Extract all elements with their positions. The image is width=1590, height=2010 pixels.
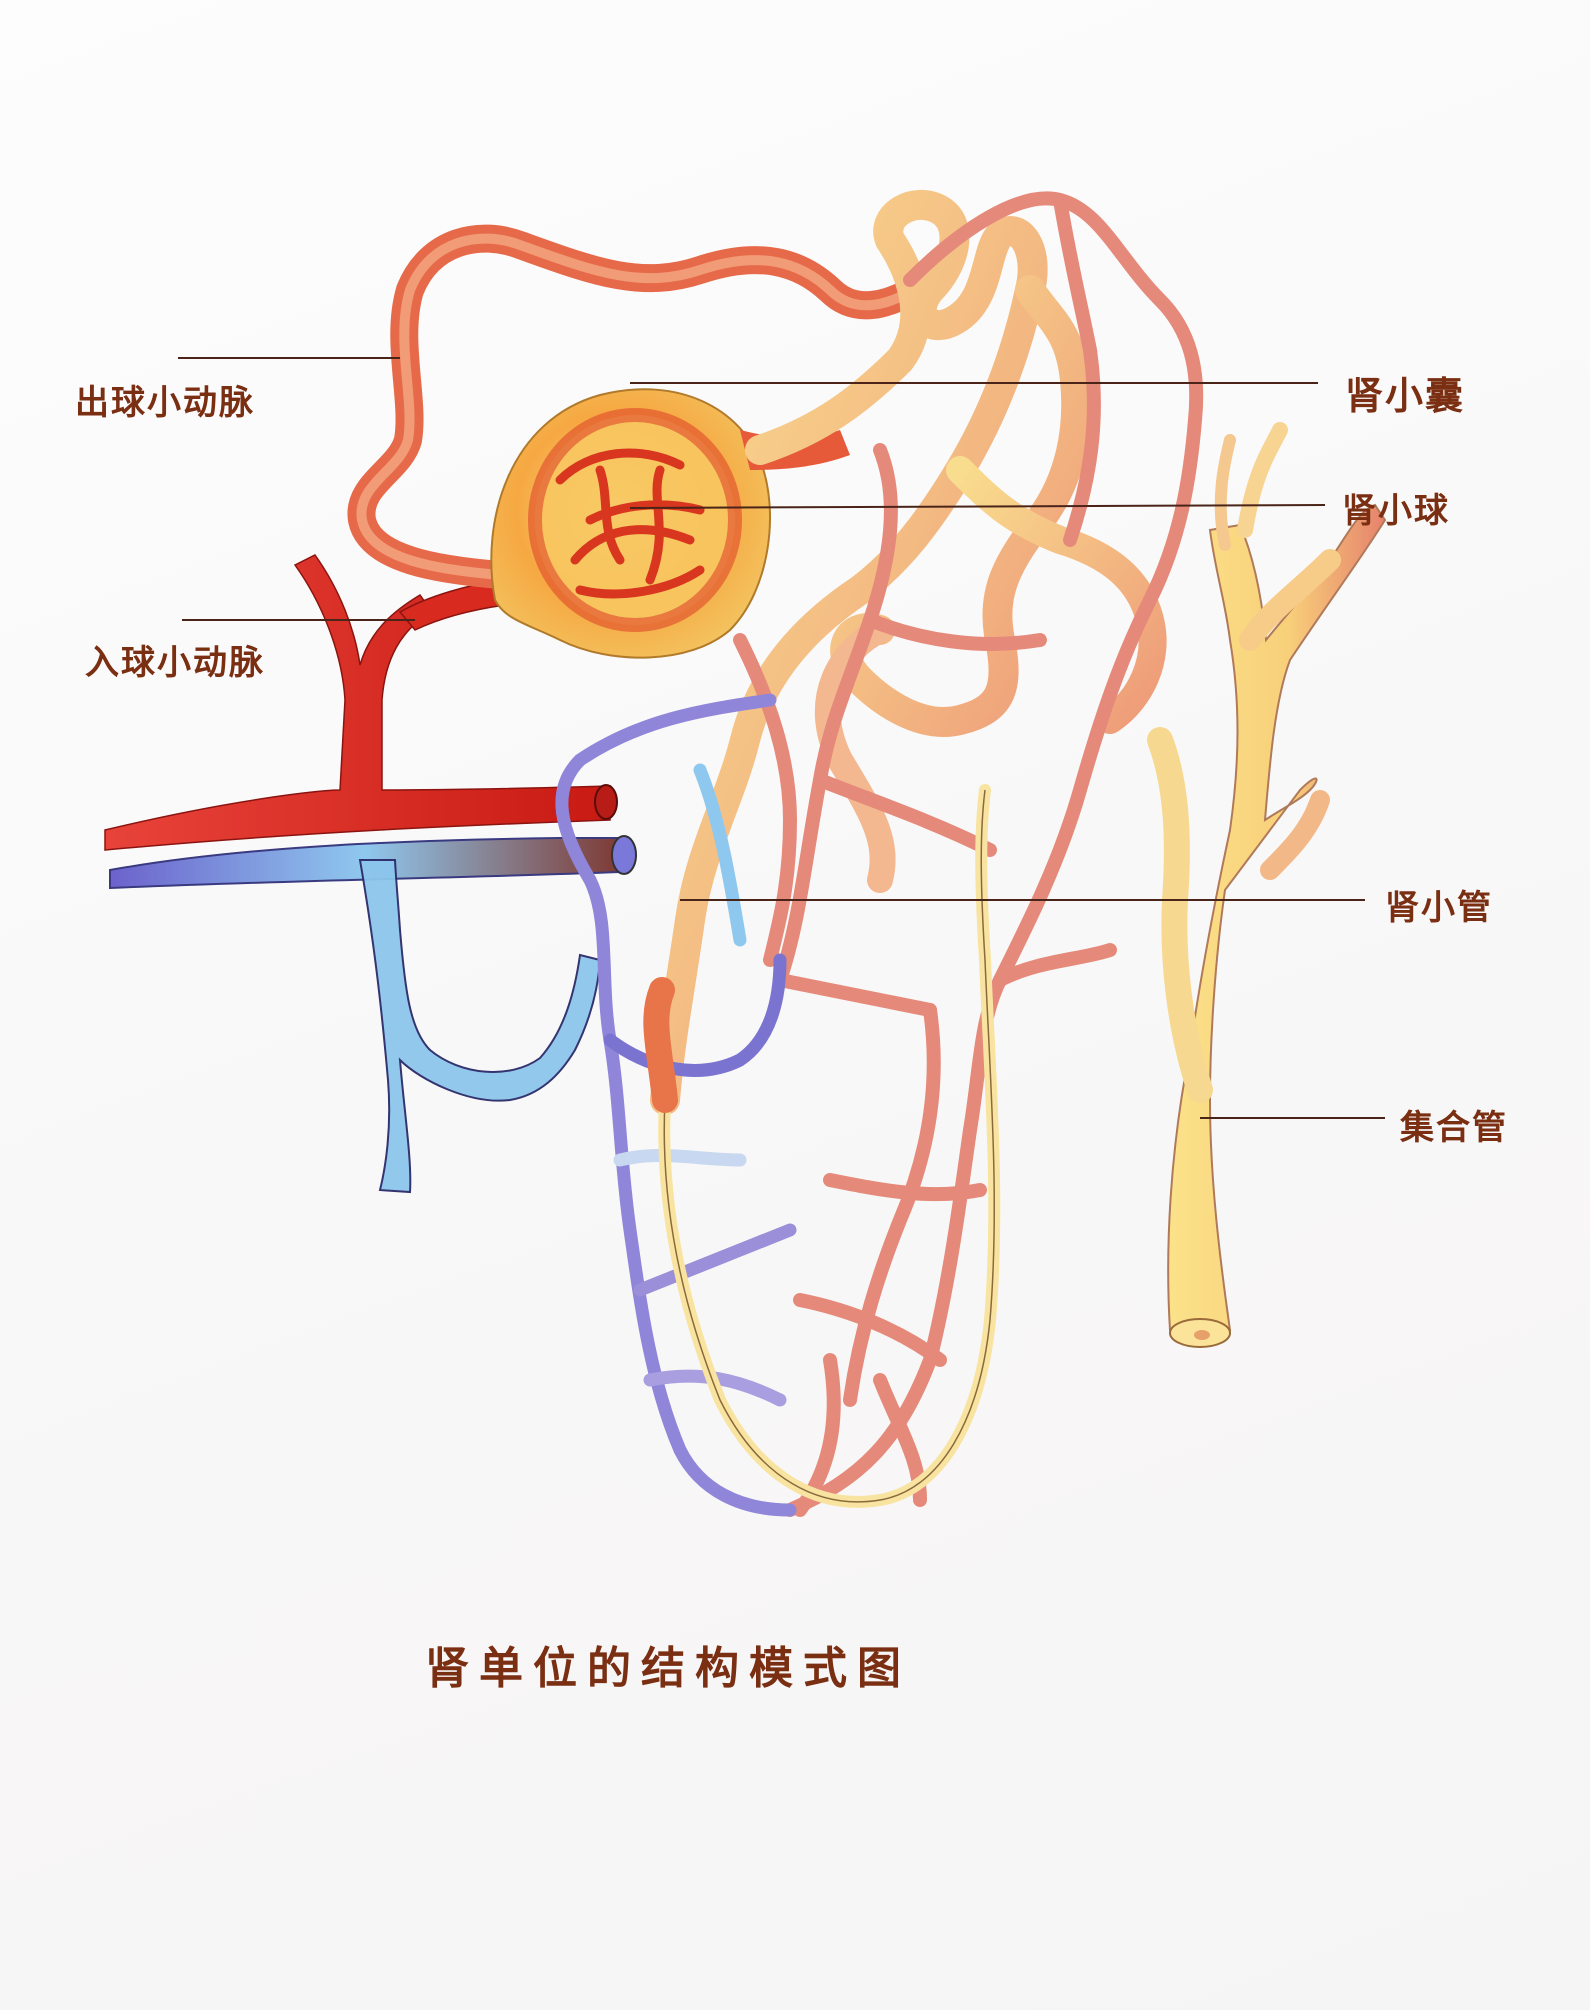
label-afferent-arteriole: 入球小动脉 bbox=[85, 643, 265, 683]
figure-title: 肾单位的结构模式图 bbox=[425, 1643, 911, 1694]
peritubular-capillaries bbox=[733, 191, 1204, 1517]
arcuate-artery bbox=[104, 554, 618, 851]
leader-lines bbox=[178, 357, 1385, 1119]
label-collecting-duct: 集合管 bbox=[1400, 1108, 1508, 1148]
leader-glomerulus bbox=[629, 504, 1326, 509]
label-glomerulus: 肾小球 bbox=[1342, 491, 1450, 531]
label-renal-capsule: 肾小囊 bbox=[1345, 373, 1466, 418]
renal-vein bbox=[109, 835, 637, 1194]
label-renal-tubule: 肾小管 bbox=[1385, 888, 1493, 928]
glomerulus bbox=[528, 408, 742, 632]
convoluted-tubules bbox=[650, 189, 1167, 1115]
venous-capillaries bbox=[555, 693, 797, 1517]
collecting-duct bbox=[1147, 422, 1387, 1348]
label-efferent-arteriole: 出球小动脉 bbox=[75, 383, 255, 423]
